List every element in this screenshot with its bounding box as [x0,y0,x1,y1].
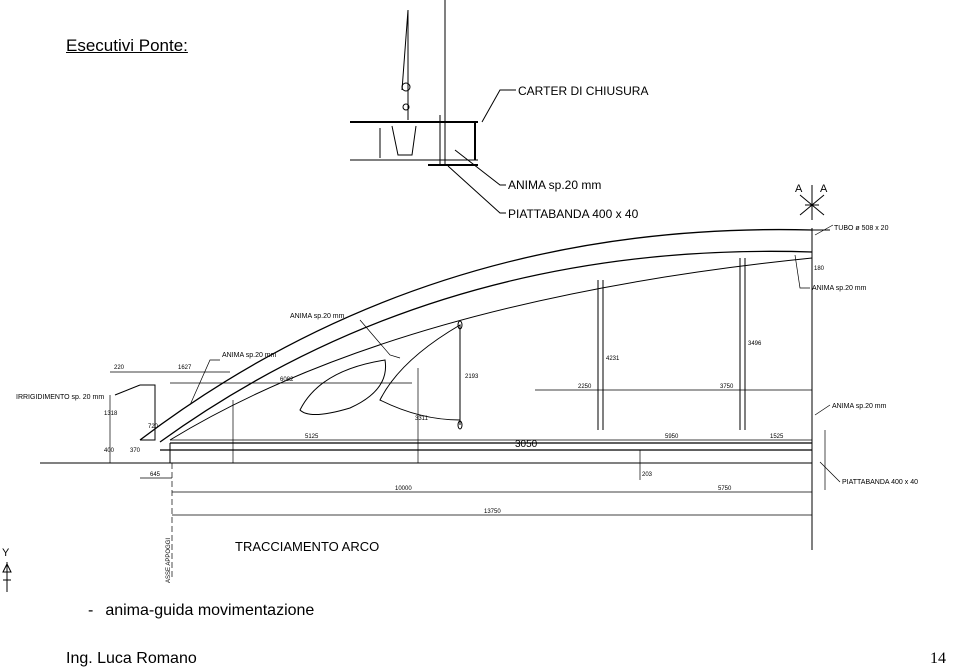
dim-400: 400 [104,448,115,454]
dim-180: 180 [814,266,825,272]
carter-label: CARTER DI CHIUSURA [518,84,648,98]
dim-5750: 5750 [718,486,732,492]
drawing-title: TRACCIAMENTO ARCO [235,539,379,554]
bullet-item: -anima-guida movimentazione [88,602,314,620]
dim-5125: 5125 [305,434,319,440]
dim-3050: 3050 [515,439,538,450]
anima-right-low-label: ANIMA sp.20 mm [832,403,887,410]
dim-2250: 2250 [578,384,592,390]
dim-4231: 4231 [606,356,620,362]
section-mark-right: A [820,183,828,195]
anima-left-label: ANIMA sp.20 mm [222,352,277,359]
y-axis-letter: Y [2,547,10,559]
dim-220: 220 [114,365,125,371]
y-axis-marker [2,562,12,592]
cross-section-detail [350,0,516,214]
piattabanda-right-label: PIATTABANDA 400 x 40 [842,479,918,486]
bullet-text: anima-guida movimentazione [105,602,315,619]
dim-5950: 5950 [665,434,679,440]
dim-1318: 1318 [104,411,118,417]
dim-3750: 3750 [720,384,734,390]
anima-right-label: ANIMA sp.20 mm [812,285,867,292]
tubo-label: TUBO ø 508 x 20 [834,225,889,232]
dim-2193: 2193 [465,374,479,380]
dim-1627: 1627 [178,365,192,371]
dim-3311: 3311 [415,416,429,422]
footer-author: Ing. Luca Romano [66,650,197,667]
section-mark-left: A [795,183,803,195]
dim-203: 203 [642,472,653,478]
piattabanda-top-label: PIATTABANDA 400 x 40 [508,207,639,221]
anima-top-label: ANIMA sp.20 mm [508,178,601,192]
dim-720: 720 [148,424,159,430]
arch-structure [40,185,830,550]
dim-13750: 13750 [484,509,501,515]
axis-label: ASSE APPOGGI [166,538,172,583]
bullet-dash: - [88,602,94,619]
dim-3496: 3496 [748,341,762,347]
page-title: Esecutivi Ponte: [66,36,188,55]
dim-370: 370 [130,448,141,454]
dim-10000: 10000 [395,486,412,492]
dim-1525: 1525 [770,434,784,440]
dimension-lines [109,224,841,580]
anima-mid-label: ANIMA sp.20 mm [290,313,345,320]
page-number: 14 [930,650,946,667]
dim-645: 645 [150,472,161,478]
irrigidimento-label: IRRIGIDIMENTO sp. 20 mm [16,394,104,401]
dim-6082: 6082 [280,377,294,383]
